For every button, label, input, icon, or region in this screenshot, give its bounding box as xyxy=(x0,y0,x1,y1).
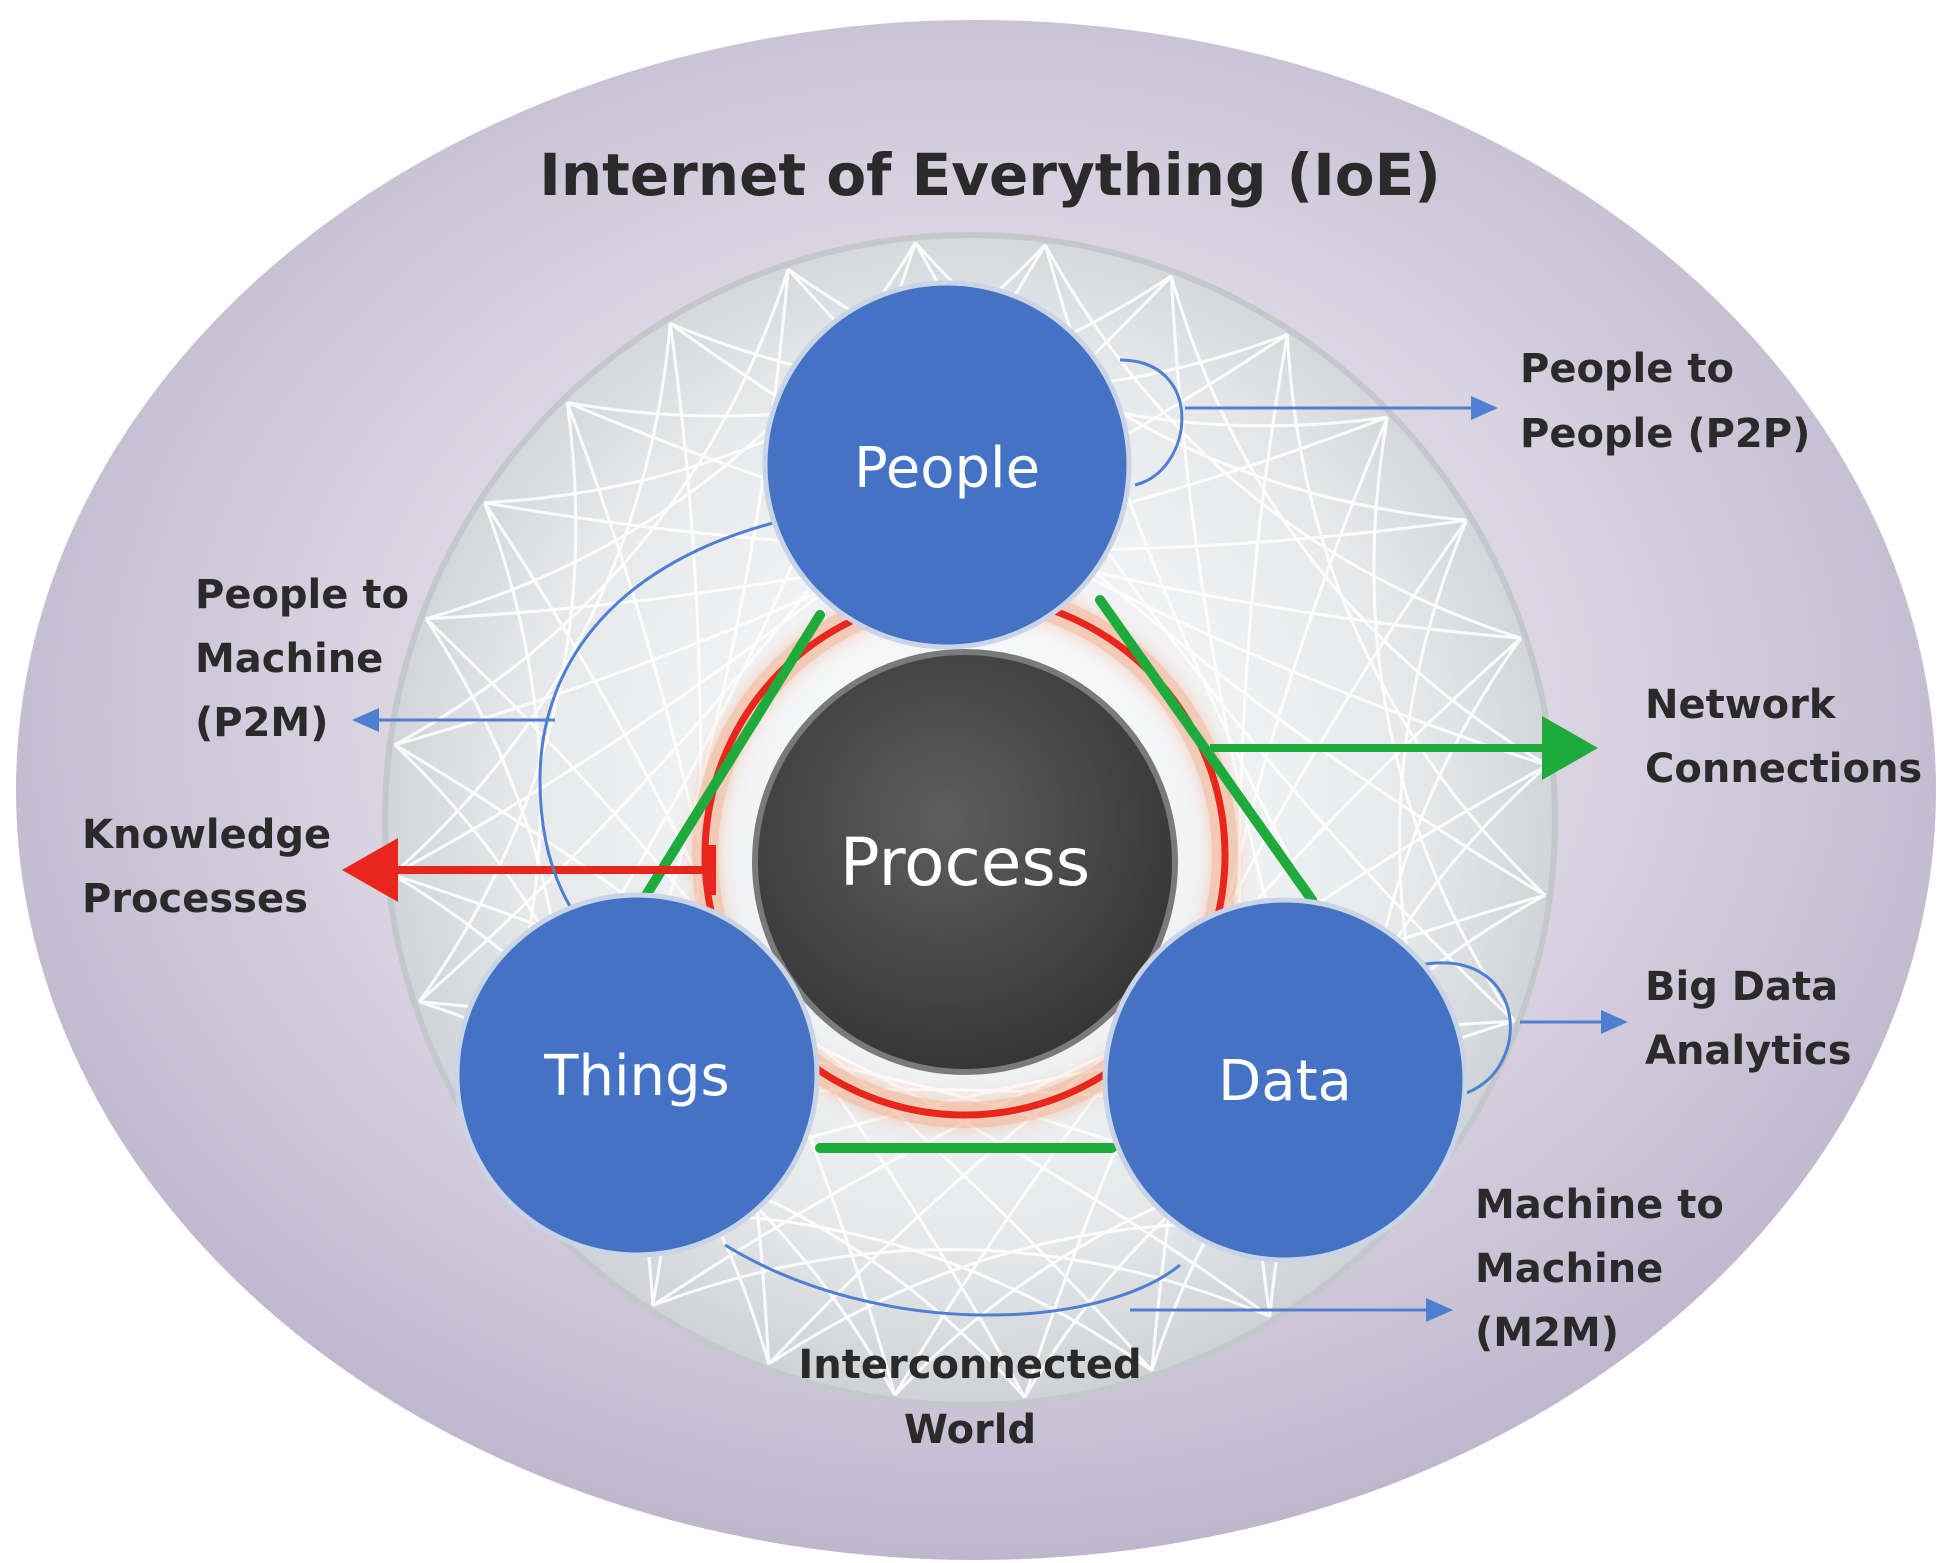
p2p-line-2: People (P2P) xyxy=(1520,411,1810,457)
globe-mesh-line xyxy=(1372,416,1516,1023)
m2m-line-1: Machine to xyxy=(1475,1182,1724,1228)
world-line-1: Interconnected xyxy=(798,1342,1141,1388)
bigdata-label: Big Data Analytics xyxy=(1645,964,1852,1074)
p2p-line-1: People to xyxy=(1520,346,1734,392)
m2m-label: Machine to Machine (M2M) xyxy=(1475,1182,1724,1356)
network-triangle xyxy=(635,595,1317,1153)
data-node: Data xyxy=(1102,897,1468,1263)
network-line-1: Network xyxy=(1645,682,1837,728)
things-node: Things xyxy=(454,892,820,1258)
knowledge-line-2: Processes xyxy=(82,876,308,922)
m2m-arc xyxy=(724,1243,1181,1317)
green-line-people-data xyxy=(1095,595,1317,905)
p2m-line-1: People to xyxy=(195,572,409,618)
world-line-2: World xyxy=(904,1407,1036,1453)
knowledge-line-1: Knowledge xyxy=(82,812,331,858)
things-label: Things xyxy=(543,1044,729,1109)
bigdata-line-2: Analytics xyxy=(1645,1028,1852,1074)
network-label: Network Connections xyxy=(1645,682,1922,792)
p2m-label: People to Machine (P2M) xyxy=(195,572,409,746)
bigdata-loop xyxy=(1419,961,1512,1097)
network-line-2: Connections xyxy=(1645,746,1922,792)
p2p-label: People to People (P2P) xyxy=(1520,346,1810,457)
people-label: People xyxy=(854,436,1040,501)
people-node: People xyxy=(762,280,1132,650)
knowledge-label: Knowledge Processes xyxy=(82,812,331,922)
p2m-line-2: Machine xyxy=(195,636,383,682)
diagram-title: Internet of Everything (IoE) xyxy=(539,141,1441,209)
process-label: Process xyxy=(840,824,1090,901)
p2p-loop xyxy=(1119,358,1184,487)
data-label: Data xyxy=(1218,1049,1352,1114)
p2m-line-3: (P2M) xyxy=(195,700,329,746)
process-node: Process xyxy=(752,649,1178,1075)
world-label: Interconnected World xyxy=(798,1342,1141,1453)
green-line-people-things xyxy=(635,610,825,910)
m2m-line-2: Machine xyxy=(1475,1246,1663,1292)
bigdata-line-1: Big Data xyxy=(1645,964,1838,1010)
m2m-line-3: (M2M) xyxy=(1475,1310,1619,1356)
